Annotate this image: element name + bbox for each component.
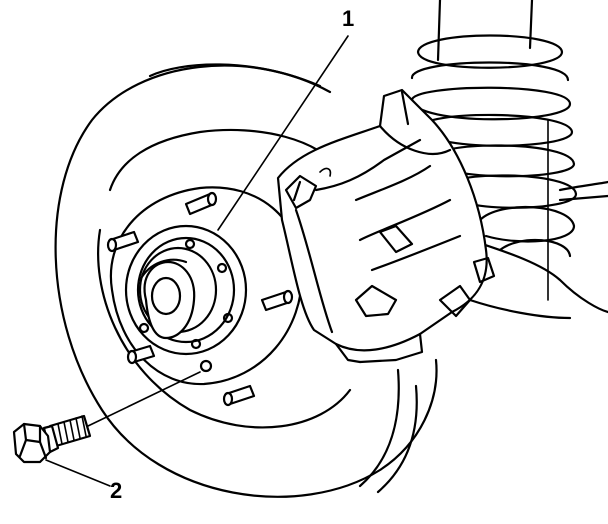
callout-leader-2a [87, 371, 201, 427]
steering-knuckle [468, 180, 608, 320]
wheel-stud [222, 384, 256, 407]
callout-number-1: 1 [342, 6, 354, 31]
callout-leader-1 [217, 35, 349, 231]
callout-leaders [45, 35, 349, 487]
wheel-hub-bolt [12, 414, 92, 464]
brake-caliper [276, 88, 496, 364]
callout-number-2: 2 [110, 478, 122, 503]
wheel-stud [260, 289, 294, 312]
wheel-stud [184, 191, 218, 216]
coil-spring [410, 0, 578, 301]
callout-leader-2b [45, 459, 111, 487]
wheel-stud [106, 230, 140, 253]
wheel-stud [126, 344, 156, 365]
brake-rotor [54, 63, 438, 498]
wheel-studs [106, 191, 294, 407]
